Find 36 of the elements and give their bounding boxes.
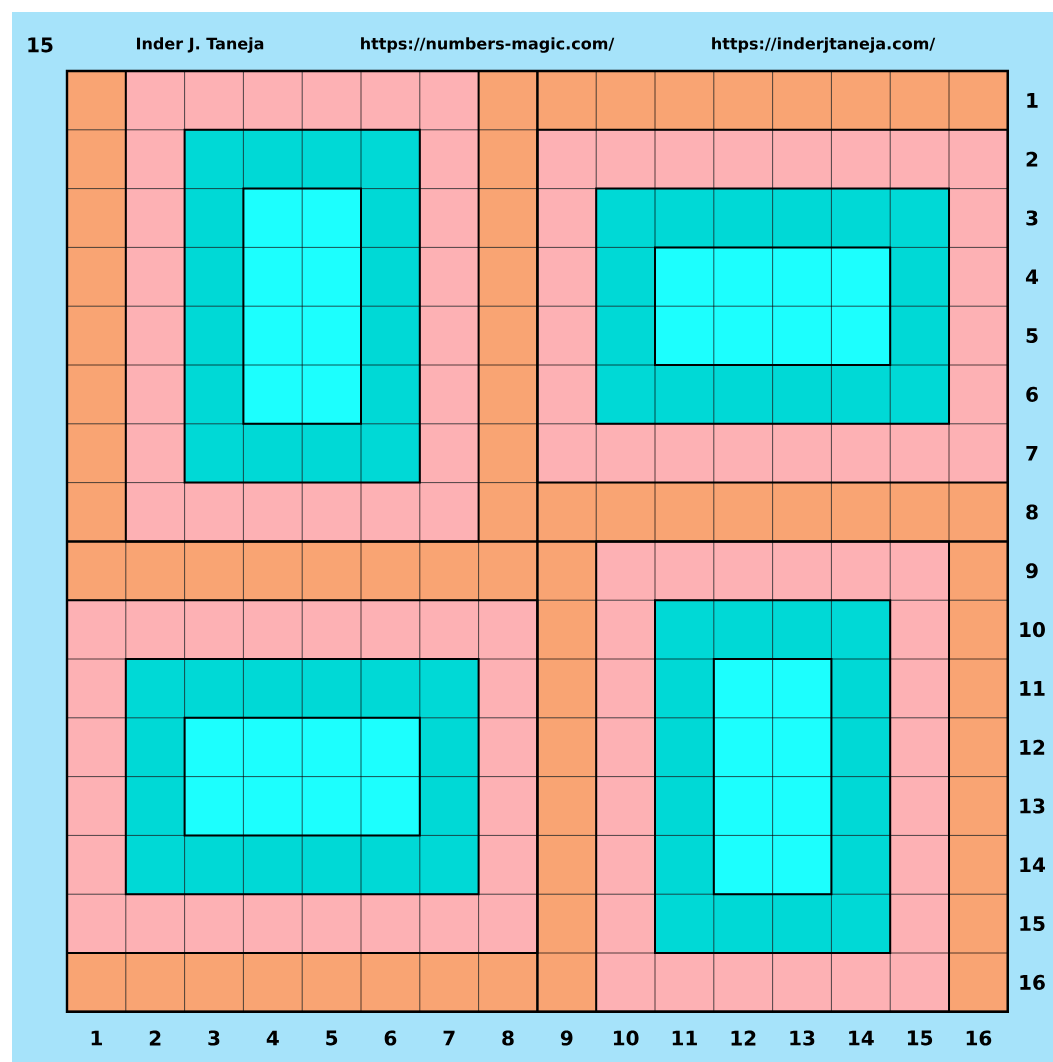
row-number: 14 [1020, 857, 1045, 873]
page-number: 15 [28, 37, 53, 53]
row-number: 8 [1026, 504, 1038, 520]
row-number: 16 [1020, 974, 1045, 990]
column-number: 1 [91, 1030, 102, 1046]
row-number: 10 [1020, 622, 1045, 638]
row-number: 1 [1027, 93, 1038, 108]
row-number: 5 [1026, 328, 1038, 344]
column-number: 15 [907, 1030, 933, 1046]
column-number: 3 [208, 1030, 220, 1046]
column-number: 6 [384, 1030, 397, 1046]
column-number: 14 [849, 1030, 874, 1046]
column-number: 11 [672, 1030, 697, 1046]
column-number: 8 [502, 1030, 514, 1046]
row-number: 4 [1025, 269, 1039, 285]
column-number: 9 [560, 1030, 573, 1046]
row-number: 11 [1020, 681, 1045, 696]
column-number: 13 [790, 1030, 815, 1046]
row-number: 15 [1020, 916, 1045, 932]
row-number: 12 [1020, 739, 1045, 755]
column-number: 16 [966, 1030, 992, 1046]
row-number: 6 [1026, 386, 1038, 402]
column-number: 7 [443, 1030, 455, 1046]
row-number: 2 [1026, 151, 1038, 167]
column-number: 12 [731, 1030, 756, 1046]
row-number: 13 [1020, 798, 1045, 814]
row-number: 9 [1026, 563, 1038, 579]
author-name: Inder J. Taneja [137, 37, 264, 53]
column-number: 4 [266, 1030, 279, 1046]
column-number: 10 [613, 1030, 639, 1046]
web-address: https://numbers-magic.com/ [361, 37, 615, 53]
column-number: 2 [149, 1030, 161, 1046]
web-address: https://inderjtaneja.com/ [712, 37, 936, 53]
row-number: 7 [1026, 445, 1038, 461]
row-number: 3 [1026, 210, 1038, 226]
column-number: 5 [326, 1030, 338, 1046]
